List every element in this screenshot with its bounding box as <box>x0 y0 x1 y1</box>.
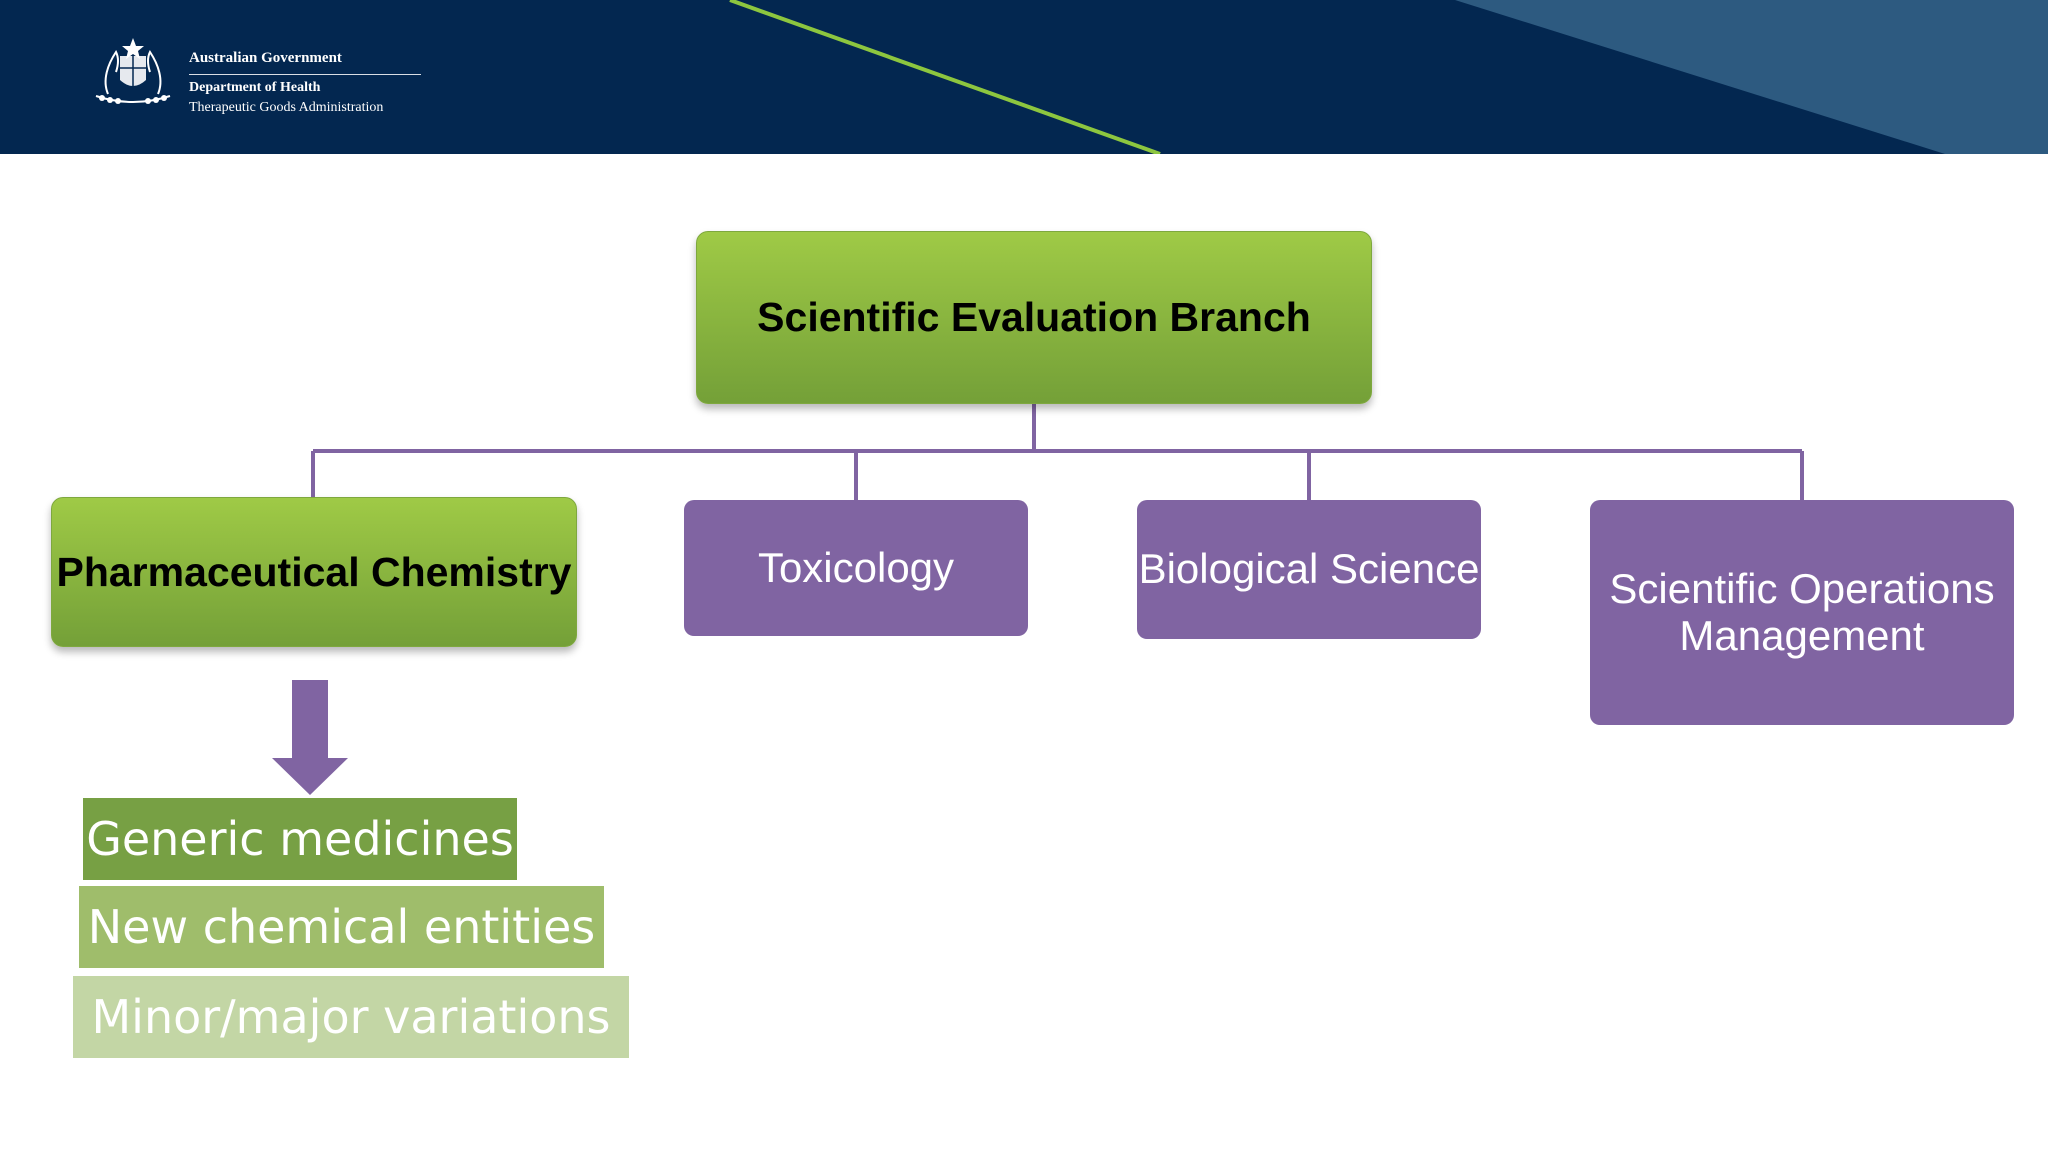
area-new-chemical-entities: New chemical entities <box>79 886 604 968</box>
logo-divider <box>189 74 421 75</box>
banner-blue-panel <box>1455 0 2048 154</box>
node-label: Scientific Evaluation Branch <box>757 294 1311 340</box>
header-banner: Australian Government Department of Heal… <box>0 0 2048 154</box>
area-label: New chemical entities <box>87 900 596 954</box>
banner-graphic <box>729 0 2048 154</box>
coat-of-arms-icon <box>95 38 171 104</box>
node-label: Biological Science <box>1138 545 1480 593</box>
banner-green-stripe <box>729 0 1161 154</box>
node-toxicology: Toxicology <box>684 500 1028 636</box>
node-biological-science: Biological Science <box>1137 500 1481 639</box>
area-generic-medicines: Generic medicines <box>83 798 517 880</box>
node-label: Pharmaceutical Chemistry <box>56 548 572 595</box>
government-name: Australian Government <box>189 50 342 66</box>
node-pharmaceutical-chemistry: Pharmaceutical Chemistry <box>51 497 577 647</box>
agency-name: Therapeutic Goods Administration <box>189 100 384 115</box>
area-label: Generic medicines <box>86 812 514 866</box>
government-logo: Australian Government Department of Heal… <box>88 30 428 120</box>
department-name: Department of Health <box>189 80 321 95</box>
node-scientific-evaluation-branch: Scientific Evaluation Branch <box>696 231 1372 404</box>
area-minor-major-variations: Minor/major variations <box>73 976 629 1058</box>
node-scientific-operations-management: Scientific Operations Management <box>1590 500 2014 725</box>
area-label: Minor/major variations <box>91 990 611 1044</box>
node-label: Toxicology <box>757 543 955 591</box>
down-arrow-icon <box>272 680 348 795</box>
node-label: Scientific Operations Management <box>1609 565 1995 659</box>
